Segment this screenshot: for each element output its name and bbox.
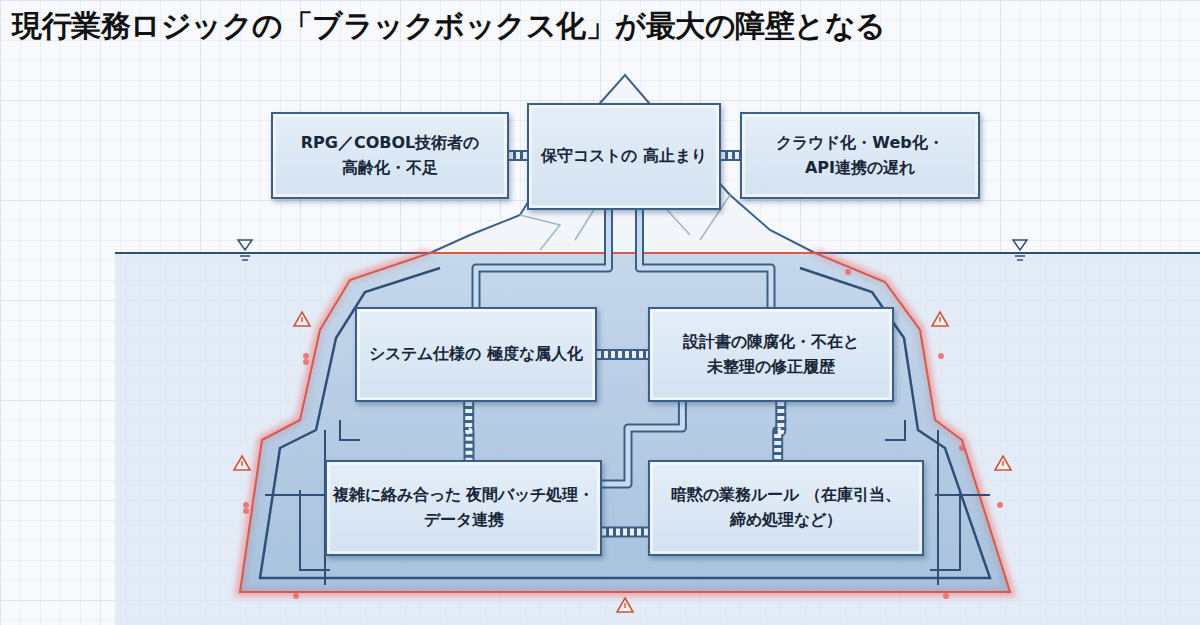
- issue-box: システム仕様の 極度な属人化: [355, 307, 597, 402]
- issue-text: RPG／COBOL技術者の 高齢化・不足: [273, 131, 507, 181]
- issue-text: 保守コストの 高止まり: [541, 144, 707, 169]
- issue-text: 設計書の陳腐化・不在と 未整理の修正履歴: [650, 330, 892, 380]
- issue-box: 複雑に絡み合った 夜間バッチ処理・データ連携: [325, 460, 602, 556]
- truss-connector: [778, 402, 781, 460]
- truss-connector: [468, 402, 469, 460]
- truss-connector: [509, 155, 527, 156]
- pipe-connector: [640, 210, 772, 307]
- truss-connector: [597, 354, 648, 355]
- truss-connector: [602, 532, 648, 533]
- issue-text: システム仕様の 極度な属人化: [369, 342, 583, 367]
- truss-connector: [721, 155, 740, 156]
- issue-text: 暗黙の業務ルール （在庫引当、締め処理など）: [650, 483, 922, 533]
- issue-box: RPG／COBOL技術者の 高齢化・不足: [271, 112, 509, 199]
- issue-box: 設計書の陳腐化・不在と 未整理の修正履歴: [648, 307, 894, 402]
- issue-box: 保守コストの 高止まり: [527, 103, 721, 210]
- pipe-connector: [476, 210, 609, 307]
- issue-text: クラウド化・Web化・ API連携の遅れ: [742, 131, 978, 181]
- diagram-title: 現行業務ロジックの「ブラックボックス化」が最大の障壁となる: [12, 6, 886, 47]
- issue-text: 複雑に絡み合った 夜間バッチ処理・データ連携: [327, 483, 600, 533]
- issue-box: 暗黙の業務ルール （在庫引当、締め処理など）: [648, 460, 924, 556]
- issue-box: クラウド化・Web化・ API連携の遅れ: [740, 112, 980, 199]
